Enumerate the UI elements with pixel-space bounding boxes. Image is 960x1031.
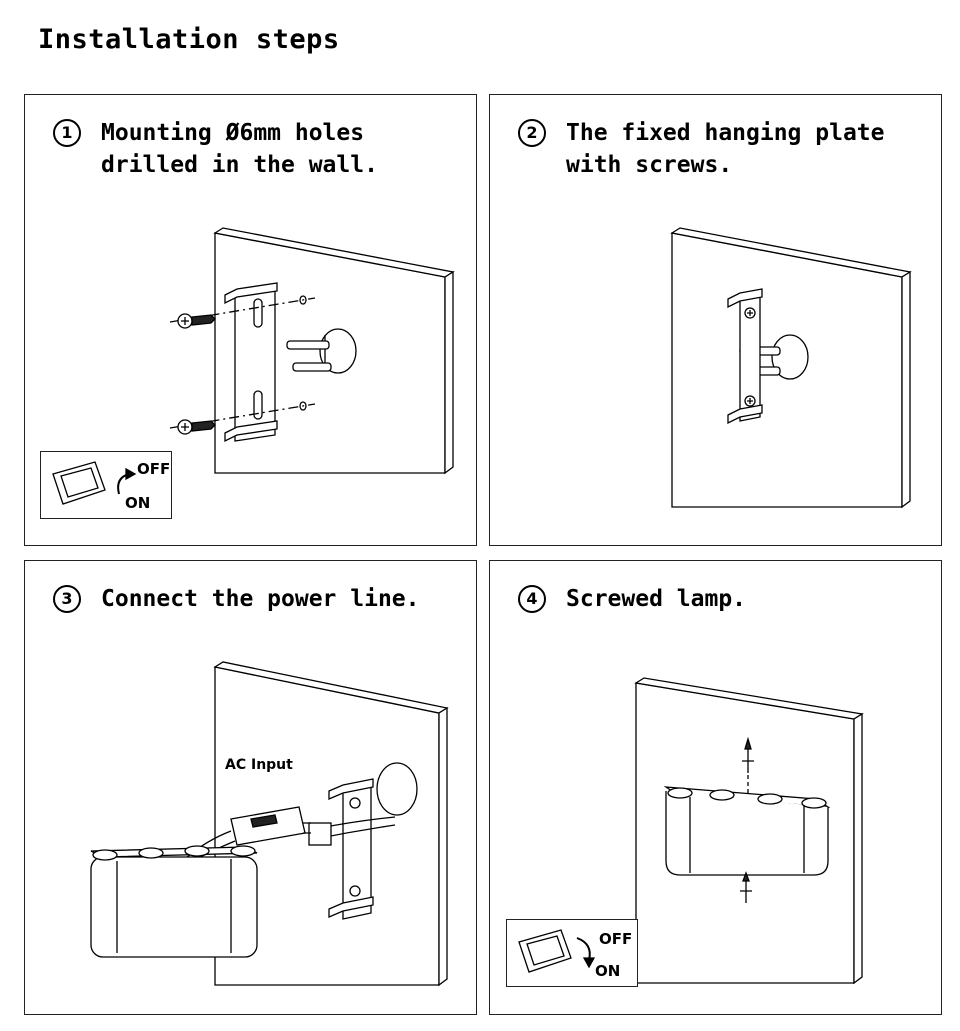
step-4-text: Screwed lamp. — [566, 586, 747, 612]
step-4-number: 4 — [518, 585, 546, 613]
power-switch-off-box: OFF ON — [40, 451, 172, 519]
switch-icon — [518, 929, 596, 973]
step-3-number: 3 — [53, 585, 81, 613]
step-1-text: Mounting Ø6mm holes drilled in the wall. — [101, 120, 378, 178]
step-2-illustration — [670, 227, 912, 509]
ac-input-label: AC Input — [225, 757, 293, 773]
step-3-panel: 3 Connect the power line. — [24, 560, 477, 1015]
switch-on-label: ON — [595, 962, 621, 980]
step-4-caption: 4 Screwed lamp. — [518, 583, 906, 615]
switch-off-label: OFF — [599, 930, 633, 948]
step-4-panel: 4 Screwed lamp. — [489, 560, 942, 1015]
step-2-number: 2 — [518, 119, 546, 147]
step-1-illustration — [169, 227, 455, 475]
step-4-illustration — [634, 677, 864, 985]
step-3-text: Connect the power line. — [101, 586, 420, 612]
step-1-panel: 1 Mounting Ø6mm holes drilled in the wall… — [24, 94, 477, 546]
step-2-text: The fixed hanging plate with screws. — [566, 120, 885, 178]
switch-off-label: OFF — [137, 460, 171, 478]
step-1-number: 1 — [53, 119, 81, 147]
step-3-illustration — [90, 661, 449, 987]
step-3-caption: 3 Connect the power line. — [53, 583, 441, 615]
step-1-caption: 1 Mounting Ø6mm holes drilled in the wall… — [53, 117, 441, 181]
switch-icon — [52, 461, 137, 505]
power-switch-on-box: OFF ON — [506, 919, 638, 987]
switch-on-label: ON — [125, 494, 151, 512]
step-2-caption: 2 The fixed hanging plate with screws. — [518, 117, 906, 181]
page-title: Installation steps — [38, 24, 340, 55]
step-2-panel: 2 The fixed hanging plate with screws. — [489, 94, 942, 546]
